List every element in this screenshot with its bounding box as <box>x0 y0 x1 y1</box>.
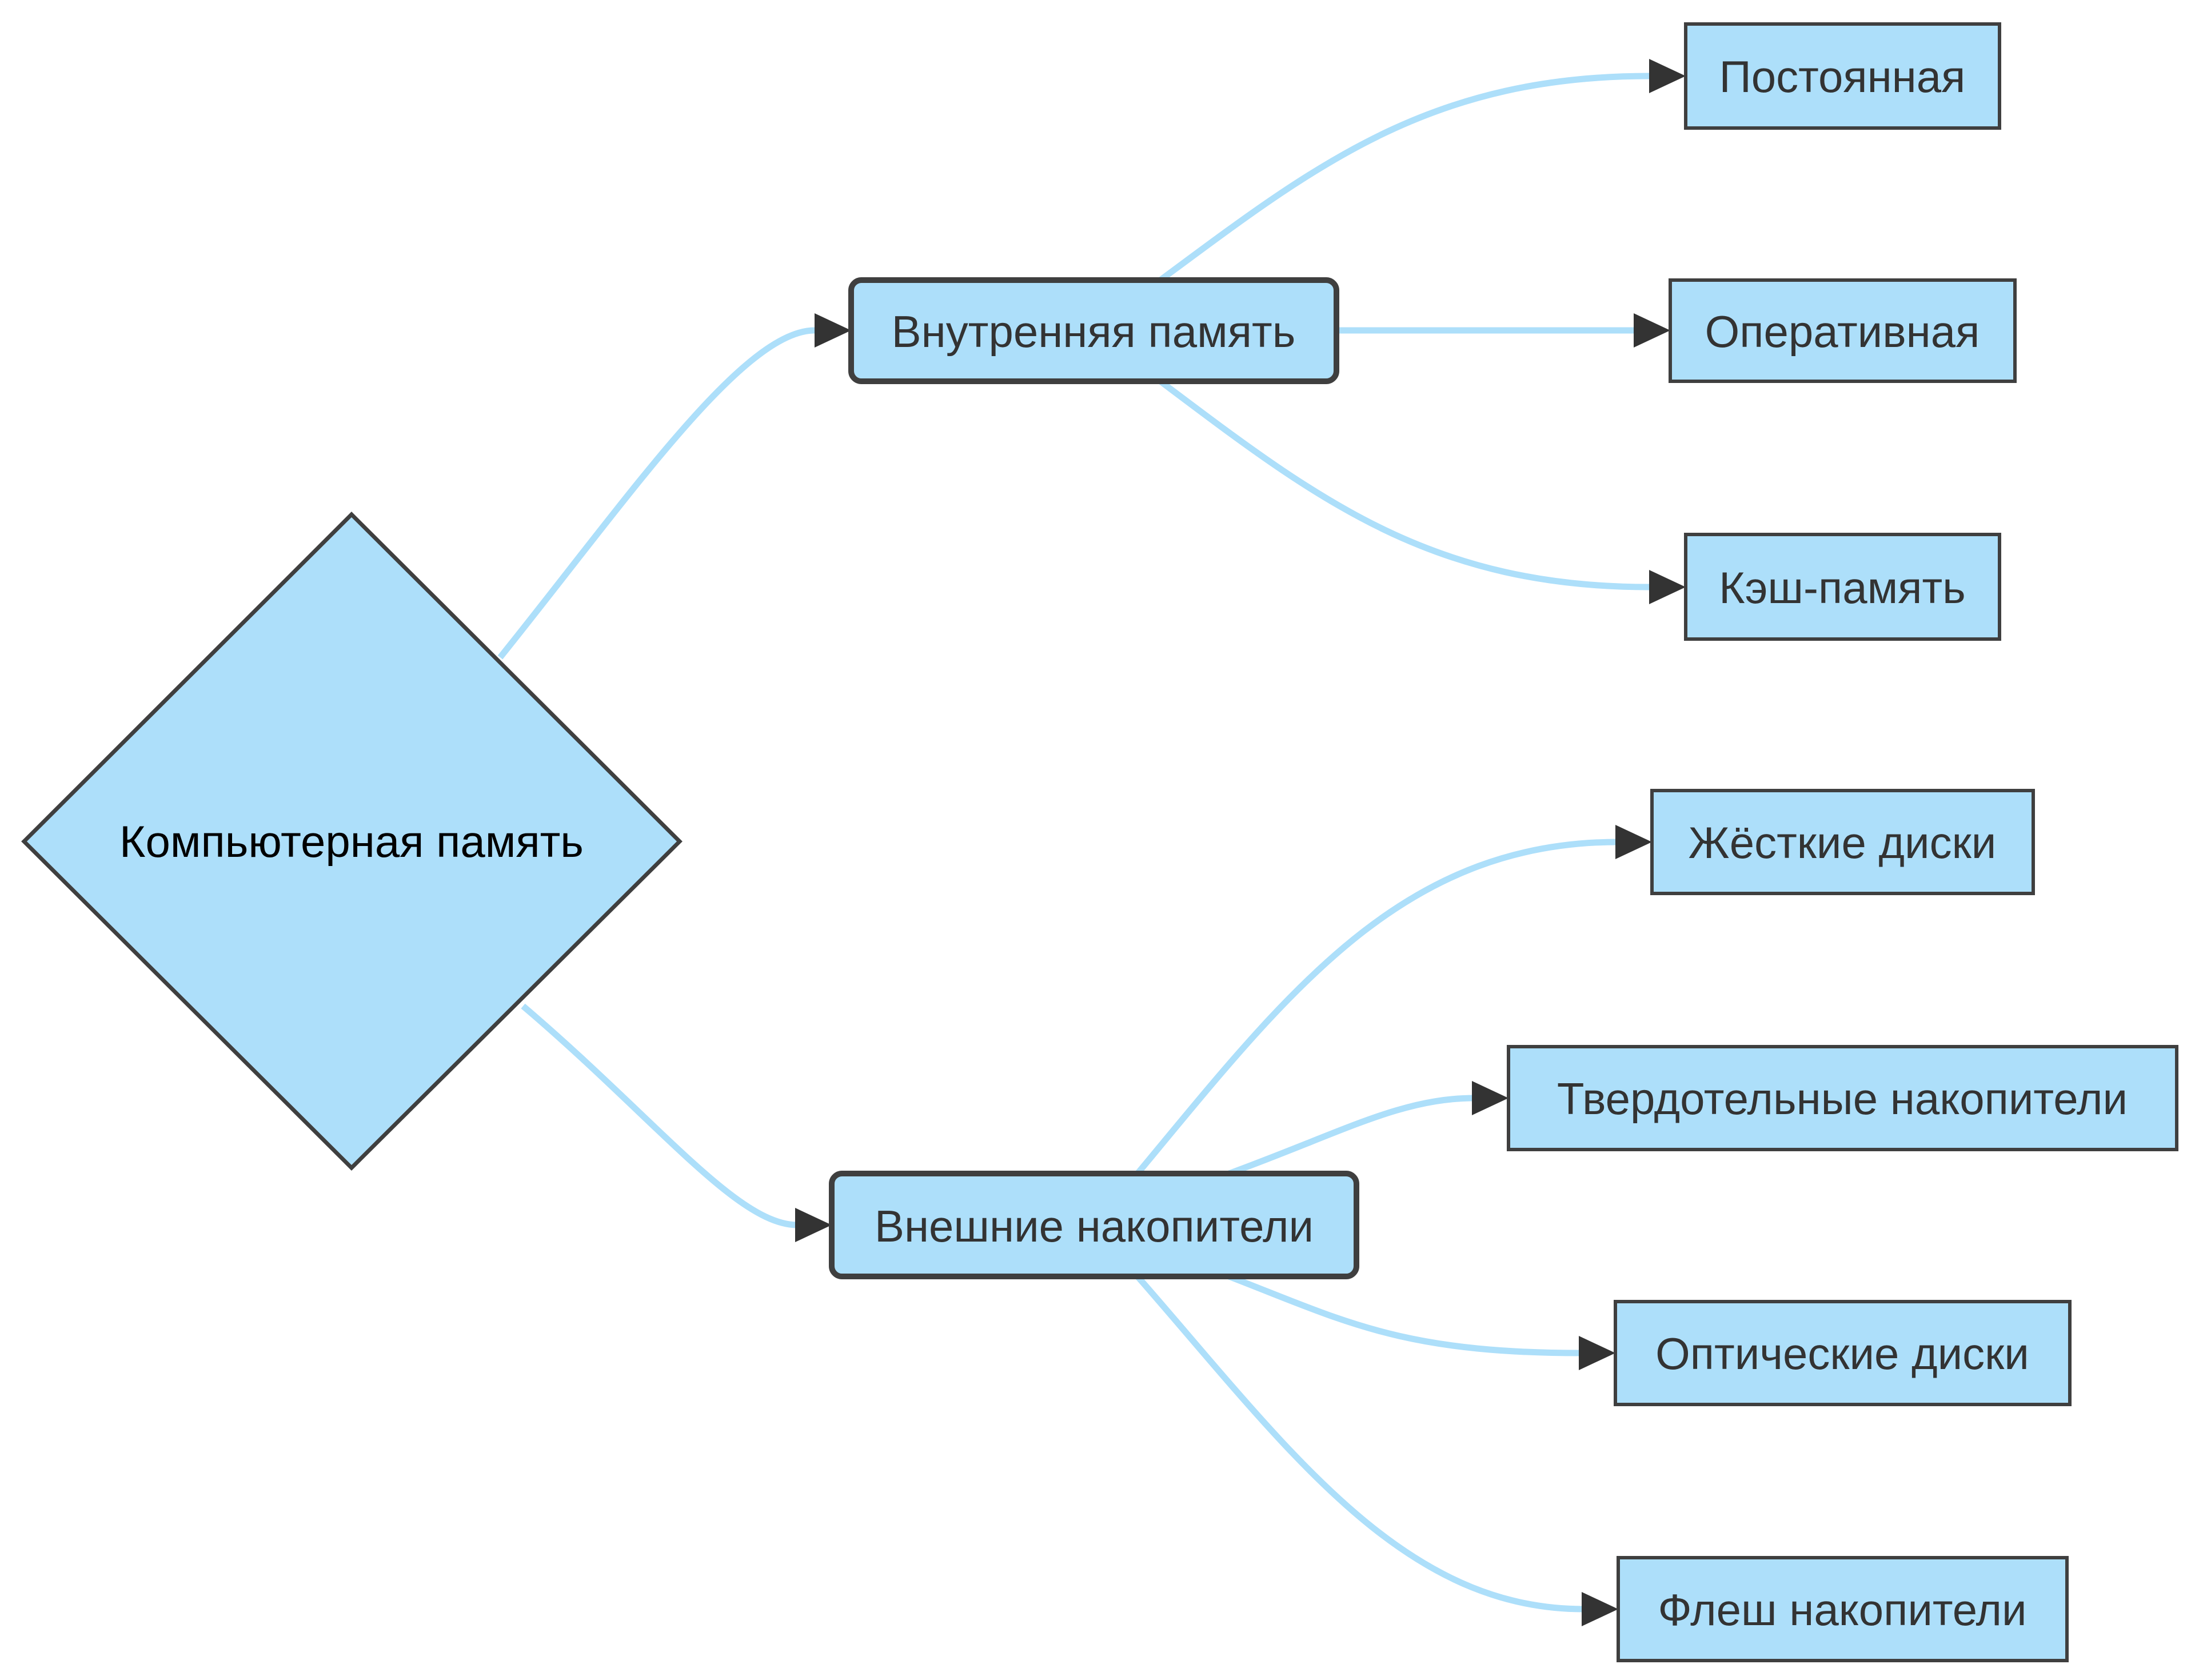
edge-internal-rom <box>1158 73 1650 283</box>
node-rom[interactable]: Постоянная <box>1684 22 2001 130</box>
edge-external-optical <box>1228 1273 1581 1356</box>
arrowhead-hdd <box>1615 825 1652 859</box>
node-ssd[interactable]: Твердотельные накопители <box>1507 1045 2178 1151</box>
arrowhead-ssd <box>1472 1081 1508 1115</box>
arrowhead-external <box>795 1208 832 1242</box>
node-optical-box <box>1614 1300 2072 1406</box>
arrowhead-ram <box>1634 313 1670 348</box>
edges <box>497 73 1650 1613</box>
node-cache[interactable]: Кэш-память <box>1684 533 2001 641</box>
node-optical[interactable]: Оптические диски <box>1614 1300 2072 1406</box>
edge-root-internal <box>497 327 815 660</box>
node-internal[interactable]: Внутренняя память <box>848 277 1339 384</box>
node-hdd-box <box>1650 789 2035 895</box>
arrowhead-flash <box>1582 1592 1618 1626</box>
edge-external-ssd <box>1228 1095 1475 1177</box>
node-rom-box <box>1684 22 2001 130</box>
edge-internal-cache <box>1158 378 1650 590</box>
node-internal-label: Внутренняя память <box>892 306 1296 357</box>
node-flash-label: Флеш накопители <box>1658 1585 2026 1635</box>
node-root-label: Компьютерная память <box>119 816 584 867</box>
node-external-label: Внешние накопители <box>875 1201 1314 1251</box>
node-external-box <box>829 1171 1359 1279</box>
node-cache-label: Кэш-память <box>1719 562 1966 613</box>
arrowheads <box>795 59 1686 1626</box>
node-root[interactable]: Компьютерная память <box>21 512 683 1171</box>
node-external[interactable]: Внешние накопители <box>829 1171 1359 1279</box>
edge-external-hdd <box>1135 839 1618 1176</box>
node-ram-label: Оперативная <box>1705 306 1980 357</box>
node-flash-box <box>1617 1556 2069 1662</box>
node-hdd[interactable]: Жёсткие диски <box>1650 789 2035 895</box>
edge-external-flash <box>1135 1274 1584 1613</box>
node-ram[interactable]: Оперативная <box>1669 278 2017 383</box>
node-ssd-box <box>1507 1045 2178 1151</box>
node-ssd-label: Твердотельные накопители <box>1557 1074 2128 1124</box>
node-flash[interactable]: Флеш накопители <box>1617 1556 2069 1662</box>
arrowhead-cache <box>1649 570 1686 604</box>
arrowhead-optical <box>1579 1336 1615 1370</box>
node-hdd-label: Жёсткие диски <box>1689 817 1997 868</box>
edge-root-external <box>521 1003 798 1228</box>
arrowhead-internal <box>815 313 851 348</box>
decision-diamond <box>21 512 683 1171</box>
node-optical-label: Оптические диски <box>1655 1328 2029 1379</box>
node-internal-box <box>848 277 1339 384</box>
node-rom-label: Постоянная <box>1719 51 1966 102</box>
arrowhead-rom <box>1649 59 1686 93</box>
node-cache-box <box>1684 533 2001 641</box>
node-ram-box <box>1669 278 2017 383</box>
